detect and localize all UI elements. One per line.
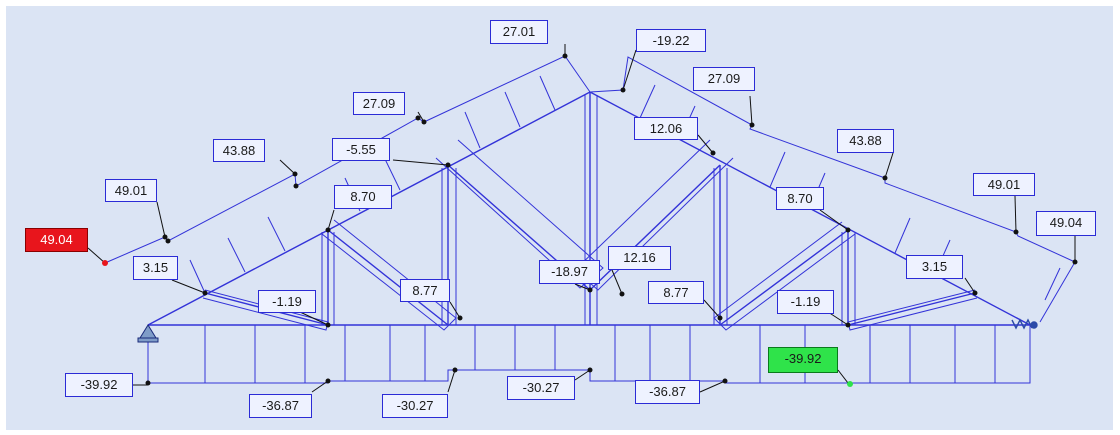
diagonal-right-2[interactable] (719, 229, 849, 326)
force-label[interactable]: 27.09 (353, 92, 405, 115)
force-label[interactable]: 8.70 (334, 185, 392, 209)
diag-right-2-force (713, 221, 856, 331)
force-label[interactable]: 49.01 (973, 173, 1035, 196)
model-viewport[interactable] (6, 6, 1113, 430)
hatch (539, 75, 556, 111)
hatch (227, 237, 246, 273)
force-label[interactable]: -5.55 (332, 138, 390, 161)
max-point-marker (102, 260, 108, 266)
force-label[interactable]: 8.70 (776, 187, 824, 210)
force-label[interactable]: -39.92 (65, 373, 133, 397)
hatch (639, 84, 656, 119)
roller-support (1011, 318, 1038, 330)
force-label[interactable]: 3.15 (906, 255, 963, 279)
hatch (894, 217, 911, 254)
force-label[interactable]: -30.27 (507, 376, 575, 400)
hatch (267, 216, 286, 252)
hatch (383, 156, 401, 191)
force-label[interactable]: 49.04 (1036, 211, 1096, 236)
vertical-center-force (584, 95, 598, 326)
force-label-min[interactable]: -39.92 (768, 347, 838, 373)
result-points (145, 53, 1078, 386)
diagonal-left-2[interactable] (327, 229, 449, 326)
force-label[interactable]: 12.16 (608, 246, 671, 270)
force-label[interactable]: 43.88 (213, 139, 265, 162)
force-label[interactable]: -1.19 (777, 290, 834, 314)
force-label[interactable]: 49.01 (105, 179, 157, 202)
force-label[interactable]: 27.01 (490, 20, 548, 44)
force-label[interactable]: 43.88 (837, 129, 894, 153)
force-label[interactable]: -19.22 (636, 29, 706, 52)
force-label[interactable]: 8.77 (648, 281, 704, 304)
force-label[interactable]: 27.09 (693, 67, 755, 91)
force-label[interactable]: -36.87 (249, 394, 312, 418)
force-label[interactable]: 12.06 (634, 117, 698, 140)
force-label[interactable]: -30.27 (382, 394, 448, 418)
force-label-max[interactable]: 49.04 (25, 228, 88, 252)
pinned-support (137, 324, 159, 343)
diagonal-right-1[interactable] (847, 292, 976, 326)
force-label[interactable]: -36.87 (635, 380, 700, 404)
diag-left-2-force (321, 219, 457, 331)
hatch (1044, 267, 1061, 301)
hatch (189, 259, 206, 294)
min-point-marker (847, 381, 853, 387)
force-label[interactable]: 3.15 (133, 256, 178, 280)
leader-lines (87, 44, 1076, 393)
force-label[interactable]: 8.77 (400, 279, 450, 302)
force-label[interactable]: -1.19 (258, 290, 316, 313)
force-label[interactable]: -18.97 (539, 260, 600, 284)
hatch (504, 91, 521, 128)
hatch (464, 111, 481, 149)
hatch (769, 151, 786, 188)
